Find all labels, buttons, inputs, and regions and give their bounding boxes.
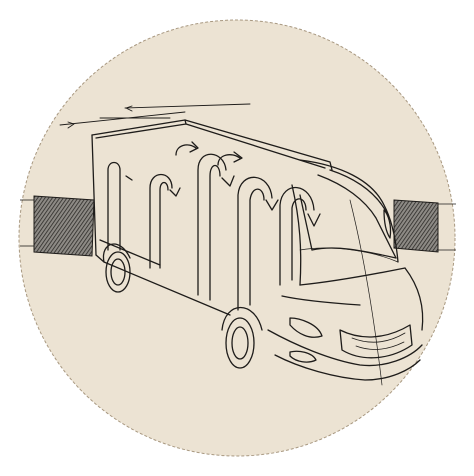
illustration — [0, 0, 474, 476]
